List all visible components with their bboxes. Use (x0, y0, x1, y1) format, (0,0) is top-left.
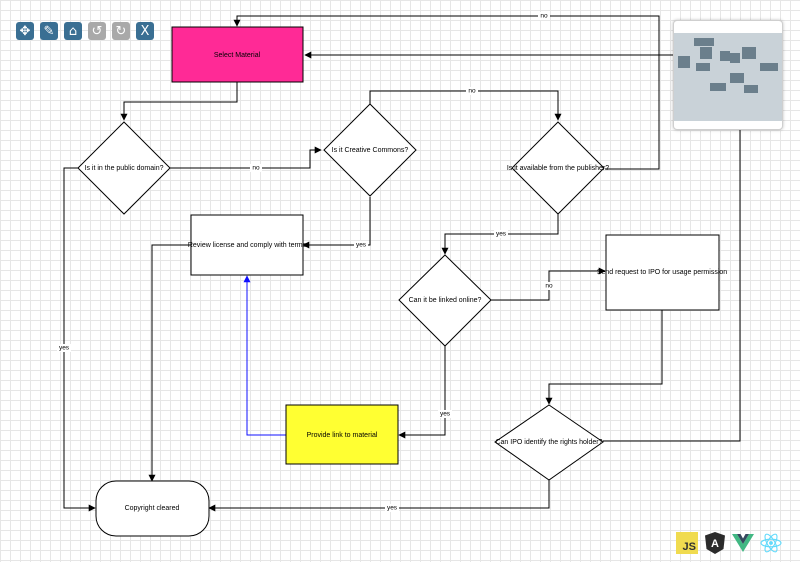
close-icon[interactable]: X (136, 22, 154, 40)
copyright-cleared-node[interactable] (95, 480, 210, 537)
edge-publisher-no-to-select[interactable] (233, 15, 660, 170)
edge-label-pd-yes: yes (59, 345, 70, 352)
edge-public-domain-no-to-cc[interactable] (170, 146, 322, 169)
toolbar: ✥ ✎ ⌂ ↺ ↻ X (16, 22, 154, 40)
ipo-identify-node[interactable] (494, 404, 604, 481)
minimap-node (678, 56, 690, 68)
send-request-label: Send request to IPO for usage permission (597, 269, 727, 276)
edge-provide-to-review[interactable] (243, 275, 286, 436)
ipo-identify-label: Can IPO identify the rights holder? (495, 439, 602, 446)
edge-label-cc-yes: yes (356, 242, 367, 249)
edge-label-ipo-yes: yes (387, 505, 398, 512)
edge-review-to-cleared[interactable] (148, 244, 191, 482)
minimap-viewport[interactable] (674, 33, 782, 121)
home-icon[interactable]: ⌂ (64, 22, 82, 40)
review-license-label: Review license and comply with terms (188, 242, 307, 249)
provide-link-node[interactable] (285, 404, 399, 465)
linked-online-label: Can it be linked online? (409, 297, 482, 304)
angular-logo-icon: A (704, 532, 726, 554)
edge-cc-no-to-publisher[interactable] (369, 90, 562, 121)
linked-online-node[interactable] (398, 254, 492, 347)
edge-label-cc-no: no (468, 88, 476, 95)
framework-logos: JS A (676, 532, 782, 554)
undo-icon[interactable]: ↺ (88, 22, 106, 40)
vue-logo-icon (732, 532, 754, 554)
edge-label-pub-yes: yes (496, 231, 507, 238)
copyright-cleared-label: Copyright cleared (125, 505, 180, 512)
minimap-node (694, 38, 714, 46)
minimap-node (744, 85, 758, 93)
minimap-node (730, 53, 740, 63)
public-domain-label: Is it in the public domain? (85, 165, 164, 172)
edge-request-to-ipo[interactable] (545, 310, 663, 405)
edge-cc-yes-to-review[interactable] (302, 197, 371, 249)
minimap-node (742, 47, 756, 59)
publisher-node[interactable] (511, 121, 605, 215)
minimap-node (760, 63, 778, 71)
javascript-logo-icon: JS (676, 532, 698, 554)
move-icon[interactable]: ✥ (16, 22, 34, 40)
edge-ipo-yes-to-cleared[interactable] (208, 480, 550, 512)
publisher-label: Is it available from the publisher? (507, 165, 609, 172)
minimap[interactable] (673, 20, 783, 130)
react-logo-icon (760, 532, 782, 554)
creative-commons-node[interactable] (323, 103, 417, 197)
redo-icon[interactable]: ↻ (112, 22, 130, 40)
minimap-node (720, 51, 730, 61)
minimap-node (710, 83, 726, 91)
edge-label-top-no: no (540, 13, 548, 20)
public-domain-node[interactable] (77, 121, 171, 215)
edge-linked-yes-to-provide[interactable] (398, 346, 446, 439)
select-material-node[interactable] (171, 26, 304, 83)
edge-label-link-yes: yes (440, 411, 451, 418)
pencil-icon[interactable]: ✎ (40, 22, 58, 40)
provide-link-label: Provide link to material (307, 432, 378, 439)
select-material-label: Select Material (214, 52, 261, 59)
edge-label-link-no: no (545, 283, 553, 290)
review-license-node[interactable] (190, 214, 304, 276)
minimap-node (730, 73, 744, 83)
send-request-node[interactable] (605, 234, 720, 311)
minimap-node (700, 47, 712, 59)
edge-select-to-public-domain[interactable] (120, 82, 238, 121)
edge-label-pd-no: no (252, 165, 260, 172)
minimap-node (696, 63, 710, 71)
edge-public-domain-yes-to-cleared[interactable] (63, 167, 96, 512)
creative-commons-label: Is it Creative Commons? (332, 147, 409, 154)
edge-ipo-no-to-select[interactable] (304, 51, 741, 442)
angular-logo-letter: A (711, 538, 719, 550)
